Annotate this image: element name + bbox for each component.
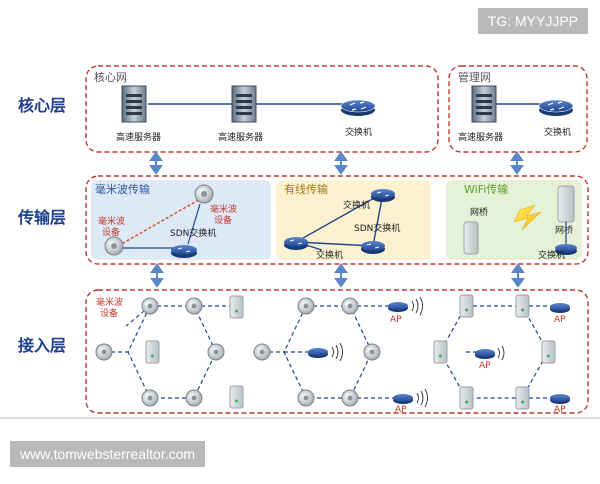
access-point-box-icon [459,386,474,410]
mmwave-sdn-switch-label: SDN交换机 [170,227,216,239]
mmwave-device-right-label-2: 设备 [214,214,232,226]
wired-links [293,192,384,247]
wifi-switch-label: 交换机 [538,249,565,261]
mmwave-device-left-label-2: 设备 [102,226,120,238]
wired-transport-title: 有线传输 [284,182,328,196]
double-arrow-icon [334,151,348,175]
wired-sdn-switch-label: SDN交换机 [354,222,400,234]
ap-label-5: AP [554,405,566,415]
wired-switch-top-label: 交换机 [343,199,370,211]
mmwave-device-icon [95,343,113,361]
wifi-signal-icon [497,345,505,361]
mmwave-device-icon [207,343,225,361]
mmwave-device-icon [253,343,271,361]
mmwave-device-icon [185,297,203,315]
double-arrow-icon [149,151,163,175]
wifi-signal-icon [416,388,428,408]
core-net-box [85,65,439,153]
wifi-signal-icon [411,296,423,316]
watermark-bottom: www.tomwebsterrealtor.com [10,441,206,467]
access-point-box-icon [229,385,244,409]
mmwave-link-right [187,203,201,245]
mgmt-net-box [448,65,588,153]
access-point-box-icon [229,295,244,319]
sdn-switch-icon [361,241,385,254]
wifi-bridge-right-label: 网桥 [555,224,573,236]
switch-icon [555,244,577,255]
mmwave-device-icon [297,389,315,407]
mmwave-device-icon [341,389,359,407]
ap-label-2: AP [395,405,407,415]
ap-label-4: AP [554,315,566,325]
double-arrow-icon [511,263,525,288]
ap-router-icon [308,348,328,358]
mmwave-device-left-label-1: 毫米波 [98,215,125,227]
transport-layer-box [85,175,589,265]
watermark-top: TG: MYYJJPP [477,8,588,34]
access-point-box-icon [515,386,530,410]
ap-router-icon [550,394,570,404]
layer-label-core: 核心层 [18,96,66,115]
double-arrow-icon [150,263,164,288]
ap-router-icon [550,303,570,313]
wifi-bridge-left-label: 网桥 [470,206,488,218]
wifi-signal-icon [331,342,343,362]
layer-label-access: 接入层 [18,336,66,355]
ap-router-icon [388,302,408,312]
access-point-box-icon [515,294,530,318]
access-point-box-icon [145,340,160,364]
access-mmwave-label-1: 毫米波 [96,296,123,308]
wireless-bridge-icon [463,221,479,255]
access-point-box-icon [541,340,556,364]
core-server-1-label: 高速服务器 [116,131,161,143]
access-layer-box [85,289,589,414]
mesh-link [125,305,151,327]
switch-icon [340,99,376,116]
ap-label-3: AP [479,361,491,371]
mgmt-net-title: 管理网 [458,70,491,84]
switch-icon [538,99,574,116]
ap-label-1: AP [390,315,402,325]
server-icon [231,85,257,123]
mesh-hexagon-1 [127,305,217,399]
mmwave-device-icon [104,236,124,256]
server-icon [121,85,147,123]
mmwave-device-icon [185,389,203,407]
core-server-2-label: 高速服务器 [218,131,263,143]
core-net-title: 核心网 [94,70,127,84]
ap-router-icon [393,394,413,404]
mgmt-switch-label: 交换机 [544,126,571,138]
core-switch-label: 交换机 [345,126,372,138]
access-point-box-icon [459,294,474,318]
layer-label-transport: 传输层 [17,208,66,227]
wired-switch-bottom-label: 交换机 [316,249,343,261]
double-arrow-icon [334,263,348,288]
access-mmwave-label-2: 设备 [100,307,118,319]
mmwave-device-icon [141,389,159,407]
mgmt-server-label: 高速服务器 [458,131,503,143]
mmwave-device-icon [341,297,359,315]
mmwave-beam [117,197,203,247]
mmwave-device-icon [194,184,214,204]
wifi-transport-title: WiFi传输 [464,182,508,196]
double-arrow-icon [510,151,524,175]
switch-icon [371,189,395,202]
wireless-bridge-icon [557,185,575,223]
sdn-switch-icon [171,245,197,258]
mmwave-device-icon [363,343,381,361]
mmwave-device-icon [297,297,315,315]
mmwave-device-icon [141,297,159,315]
mmwave-transport-title: 毫米波传输 [95,182,150,196]
wifi-transport-panel [446,180,582,260]
server-icon [471,85,497,123]
lightning-bolt-icon [513,204,542,231]
mmwave-device-right-label-1: 毫米波 [210,203,237,215]
access-point-box-icon [433,340,448,364]
ap-router-icon [475,349,495,359]
mmwave-transport-panel [91,180,271,260]
switch-icon [284,237,308,250]
